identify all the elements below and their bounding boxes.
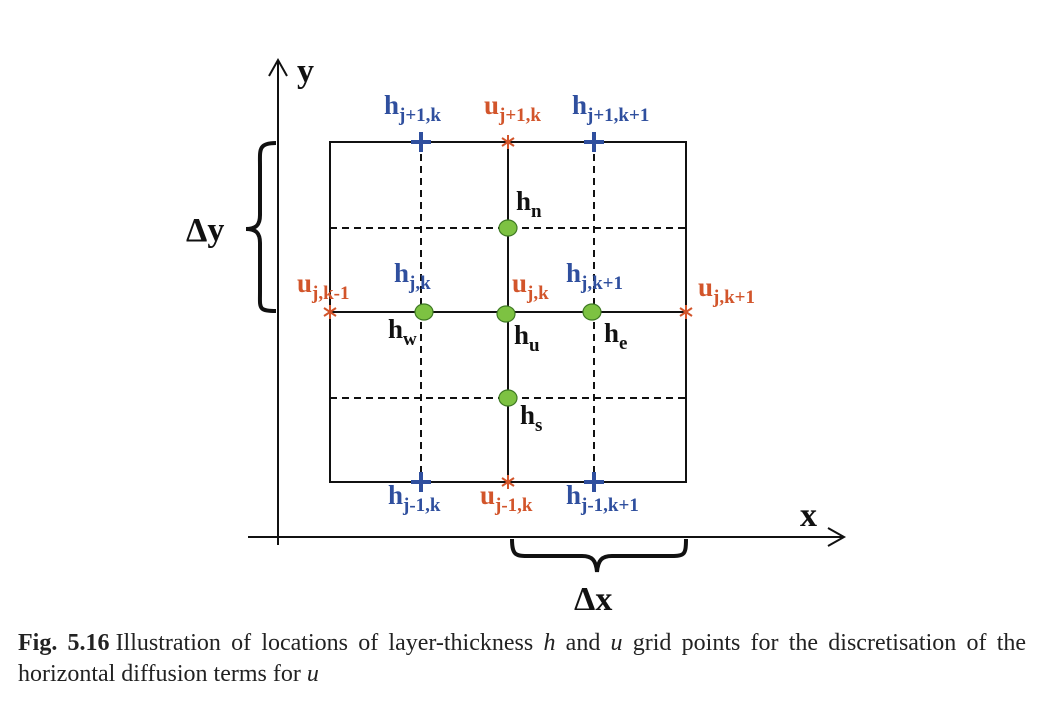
label-u-right: uj,k+1 (698, 272, 755, 308)
u-marker-right (679, 305, 693, 319)
u-marker-left (323, 305, 337, 319)
x-axis-arrowhead (827, 527, 847, 547)
dx-brace (510, 538, 688, 573)
figure-number: Fig. 5.16 (18, 630, 110, 656)
label-hs: hs (520, 400, 542, 436)
y-axis-arrowhead (268, 57, 288, 77)
label-h-top-right: hj+1,k+1 (572, 90, 649, 126)
staggered-grid-diagram: y x Δy Δx hj+1,k uj+1,k hj+1,k+1 uj,k-1 … (186, 53, 847, 610)
label-he: he (604, 318, 627, 354)
label-u-left: uj,k-1 (297, 268, 350, 304)
label-hw: hw (388, 314, 417, 350)
h-marker-top-right (584, 132, 604, 152)
caption-text-3: grid points for the discretisation of th… (18, 630, 1027, 687)
h-marker-bottom-left (411, 472, 431, 492)
hs-point (498, 389, 518, 407)
y-axis-label: y (297, 53, 314, 90)
label-h-bottom-right: hj-1,k+1 (566, 480, 639, 516)
dy-label: Δy (186, 212, 224, 249)
u-marker-bottom (501, 475, 515, 489)
caption-var-h: h (543, 630, 556, 656)
dy-brace (245, 141, 277, 313)
label-u-bottom: uj-1,k (480, 480, 533, 516)
caption-var-u2: u (306, 661, 319, 687)
caption-var-u: u (610, 630, 623, 656)
label-h-center-left: hj,k (394, 258, 431, 294)
caption-text-1: Illustration of locations of layer-thick… (115, 630, 544, 656)
hu-point (496, 305, 516, 323)
hn-point (498, 219, 518, 237)
u-marker-top (501, 135, 515, 149)
label-hn: hn (516, 186, 542, 222)
x-axis-label: x (800, 497, 817, 534)
label-h-center-right: hj,k+1 (566, 258, 623, 294)
caption-text-2: and (555, 630, 611, 656)
h-marker-bottom-right (584, 472, 604, 492)
hw-point (414, 303, 434, 321)
h-marker-top-left (411, 132, 431, 152)
dx-label: Δx (574, 581, 612, 610)
label-hu: hu (514, 320, 540, 356)
label-h-bottom-left: hj-1,k (388, 480, 441, 516)
he-point (582, 303, 602, 321)
label-h-top-left: hj+1,k (384, 90, 441, 126)
label-u-center: uj,k (512, 268, 549, 304)
label-u-top: uj+1,k (484, 90, 541, 126)
